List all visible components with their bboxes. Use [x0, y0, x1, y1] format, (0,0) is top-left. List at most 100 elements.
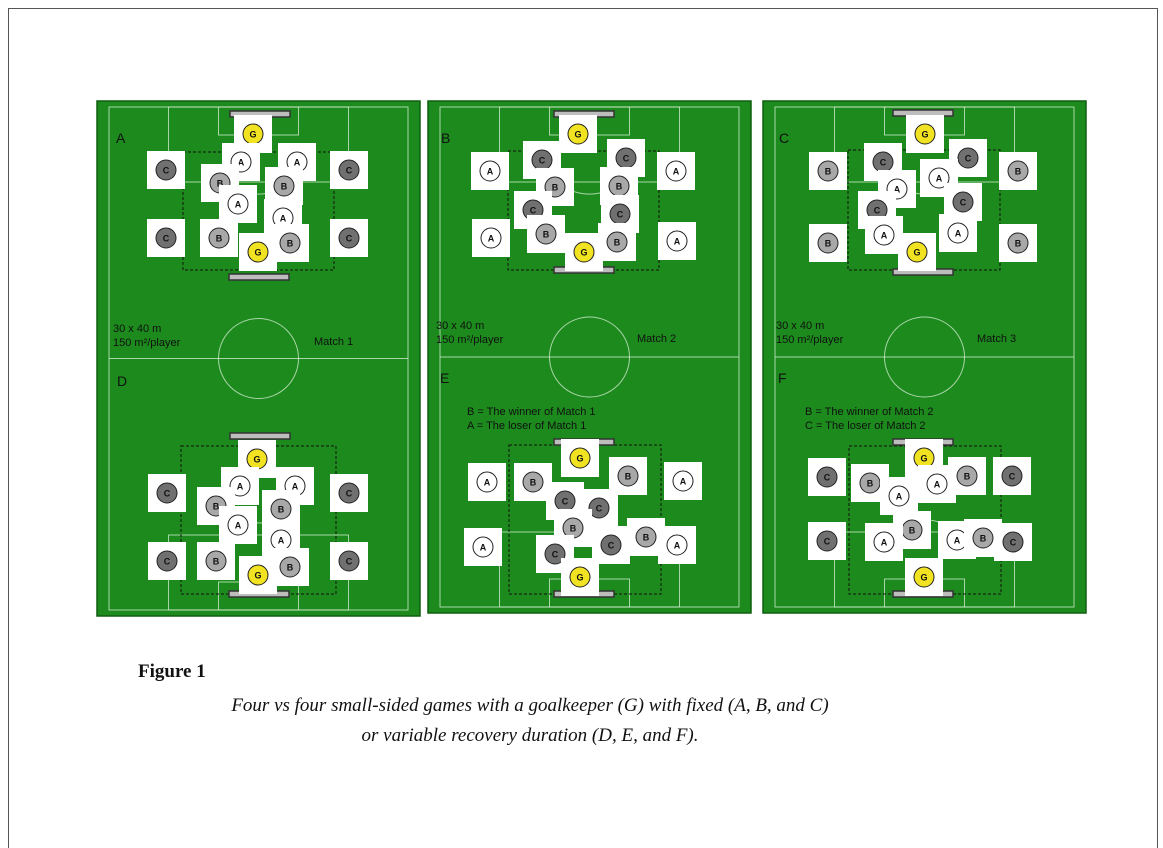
- player-label: G: [576, 573, 583, 583]
- player-label: B: [213, 557, 220, 567]
- player-label: C: [346, 557, 353, 567]
- field-density-3: 150 m²/player: [776, 334, 844, 346]
- player-label: A: [674, 237, 681, 247]
- player-label: B: [278, 505, 285, 515]
- player-token: G: [559, 115, 597, 153]
- player-label: C: [960, 198, 967, 208]
- figure-caption-title: Figure 1: [138, 661, 206, 682]
- player-token: C: [536, 535, 574, 573]
- player-label: C: [880, 158, 887, 168]
- figure-caption-line-2: or variable recovery duration (D, E, and…: [361, 725, 699, 746]
- player-label: C: [346, 489, 353, 499]
- player-token: G: [565, 233, 603, 271]
- player-label: G: [254, 248, 261, 258]
- player-label: B: [570, 524, 577, 534]
- player-label: B: [281, 182, 288, 192]
- player-token: B: [271, 224, 309, 262]
- player-token: C: [592, 526, 630, 564]
- player-token: C: [808, 458, 846, 496]
- panel-letter-d: D: [117, 373, 127, 389]
- player-token: A: [472, 219, 510, 257]
- player-label: C: [874, 206, 881, 216]
- player-token: A: [880, 477, 918, 515]
- player-token: A: [939, 214, 977, 252]
- player-token: A: [878, 170, 916, 208]
- player-token: G: [898, 233, 936, 271]
- player-token: B: [527, 215, 565, 253]
- player-label: A: [896, 492, 903, 502]
- player-label: B: [287, 563, 294, 573]
- player-token: G: [239, 233, 277, 271]
- player-label: A: [238, 158, 245, 168]
- player-label: A: [674, 541, 681, 551]
- player-label: B: [543, 230, 550, 240]
- player-token: C: [148, 474, 186, 512]
- player-label: A: [292, 482, 299, 492]
- player-label: B: [217, 179, 224, 189]
- player-label: A: [480, 543, 487, 553]
- player-token: C: [147, 219, 185, 257]
- player-token: A: [464, 528, 502, 566]
- player-token: B: [609, 457, 647, 495]
- figure-caption: Four vs four small-sided games with a go…: [130, 691, 930, 751]
- player-label: C: [164, 557, 171, 567]
- player-label: G: [574, 130, 581, 140]
- panel-letter-b: B: [441, 130, 450, 146]
- player-label: G: [249, 130, 256, 140]
- panel-letter-f: F: [778, 370, 787, 386]
- panel-letter-e: E: [440, 370, 449, 386]
- player-token: B: [999, 224, 1037, 262]
- player-label: B: [867, 479, 874, 489]
- player-label: G: [580, 248, 587, 258]
- player-label: B: [643, 533, 650, 543]
- player-label: G: [913, 248, 920, 258]
- player-token: A: [264, 199, 302, 237]
- player-label: G: [253, 455, 260, 465]
- note-e-loser: A = The loser of Match 1: [467, 420, 586, 432]
- player-label: C: [346, 166, 353, 176]
- player-label: B: [530, 478, 537, 488]
- player-token: B: [197, 542, 235, 580]
- player-token: B: [809, 224, 847, 262]
- player-label: C: [965, 154, 972, 164]
- player-label: A: [954, 536, 961, 546]
- player-token: C: [607, 139, 645, 177]
- player-label: C: [824, 473, 831, 483]
- player-label: G: [920, 454, 927, 464]
- player-label: B: [825, 239, 832, 249]
- player-token: B: [265, 167, 303, 205]
- player-label: A: [936, 174, 943, 184]
- player-label: C: [1010, 538, 1017, 548]
- player-label: B: [287, 239, 294, 249]
- player-token: B: [598, 223, 636, 261]
- player-token: A: [658, 222, 696, 260]
- player-token: A: [471, 152, 509, 190]
- panel-letter-a: A: [116, 130, 126, 146]
- player-label: C: [346, 234, 353, 244]
- note-e-winner: B = The winner of Match 1: [467, 406, 596, 418]
- player-token: G: [239, 556, 277, 594]
- player-label: C: [539, 156, 546, 166]
- panel-letter-c: C: [779, 130, 789, 146]
- note-f-loser: C = The loser of Match 2: [805, 420, 926, 432]
- player-label: A: [955, 229, 962, 239]
- player-token: B: [271, 548, 309, 586]
- player-label: A: [237, 482, 244, 492]
- field-density-1: 150 m²/player: [113, 337, 181, 349]
- player-token: B: [514, 463, 552, 501]
- player-label: B: [1015, 239, 1022, 249]
- player-label: C: [824, 537, 831, 547]
- player-label: G: [921, 130, 928, 140]
- player-label: G: [576, 454, 583, 464]
- player-label: A: [934, 480, 941, 490]
- field-dims-1: 30 x 40 m: [113, 323, 161, 335]
- player-label: C: [164, 489, 171, 499]
- player-token: G: [561, 558, 599, 596]
- player-token: C: [330, 542, 368, 580]
- player-label: B: [980, 534, 987, 544]
- player-token: C: [330, 474, 368, 512]
